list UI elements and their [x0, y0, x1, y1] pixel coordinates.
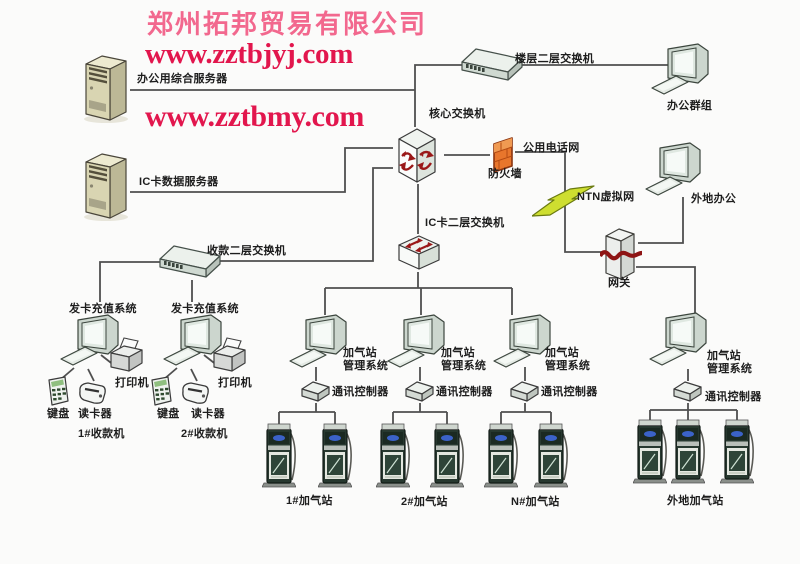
- comm-ctrl-1-label: 通讯控制器: [332, 386, 389, 398]
- comm-ctrl-3-label: 通讯控制器: [541, 386, 598, 398]
- floor-switch-label: 楼层二层交换机: [515, 53, 595, 65]
- station-mgmt-1-keyboard-icon: [288, 346, 328, 370]
- remote-office-label: 外地办公: [691, 193, 737, 205]
- dispenser-nb-icon: [534, 422, 568, 490]
- comm-ctrl-2-icon: [404, 379, 436, 405]
- ic-switch-label: IC卡二层交换机: [425, 217, 505, 229]
- printer-2-label: 打印机: [218, 377, 252, 389]
- dispenser-2b-icon: [430, 422, 464, 490]
- station-mgmt-3-keyboard-icon: [492, 346, 532, 370]
- station-mgmt-1-label: 加气站 管理系统: [343, 347, 389, 372]
- station-mgmt-remote-label: 加气站 管理系统: [707, 350, 753, 375]
- card-reader-2-icon: [178, 378, 212, 408]
- comm-ctrl-3-icon: [509, 379, 541, 405]
- card-reader-1-icon: [75, 378, 109, 408]
- public-phone-label: 公用电话网: [523, 142, 580, 154]
- firewall-label: 防火墙: [488, 168, 522, 180]
- office-group-keyboard-icon: [650, 73, 690, 97]
- station-mgmt-remote-keyboard-icon: [648, 344, 688, 368]
- station-1-label: 1#加气站: [286, 495, 333, 507]
- ic-card-server-icon: [80, 148, 132, 222]
- comm-ctrl-2-label: 通讯控制器: [436, 386, 493, 398]
- station-mgmt-2-label: 加气站 管理系统: [441, 347, 487, 372]
- ntn-vpn-label: NTN虚拟网: [577, 191, 635, 203]
- dispenser-2a-icon: [376, 422, 410, 490]
- company-title: 郑州拓邦贸易有限公司: [147, 10, 428, 39]
- gateway-label: 网关: [608, 277, 631, 289]
- station-mgmt-3-label: 加气站 管理系统: [545, 347, 591, 372]
- dispenser-remote-a-icon: [633, 418, 667, 486]
- website-url-secondary: www.zztbmy.com: [145, 100, 365, 133]
- office-group-label: 办公群组: [667, 100, 713, 112]
- cashier-1-label: 1#收款机: [78, 428, 125, 440]
- cashier-2-label: 2#收款机: [181, 428, 228, 440]
- card-system-2-keyboard-icon: [162, 344, 202, 368]
- keypad-2-label: 键盘: [157, 408, 180, 420]
- station-mgmt-2-keyboard-icon: [386, 346, 426, 370]
- remote-office-keyboard-icon: [644, 174, 684, 198]
- keypad-1-label: 键盘: [47, 408, 70, 420]
- station-remote-label: 外地加气站: [667, 495, 724, 507]
- keypad-2-icon: [147, 375, 175, 407]
- pay-switch-label: 收款二层交换机: [207, 245, 287, 257]
- ic-layer2-switch-icon: [392, 232, 446, 274]
- card-system-2-label: 发卡充值系统: [171, 303, 239, 315]
- comm-ctrl-1-icon: [300, 379, 332, 405]
- dispenser-1a-icon: [262, 422, 296, 490]
- station-n-label: N#加气站: [511, 496, 560, 508]
- dispenser-remote-b-icon: [671, 418, 705, 486]
- station-2-label: 2#加气站: [401, 496, 448, 508]
- card-system-1-keyboard-icon: [59, 344, 99, 368]
- website-url-primary: www.zztbjyj.com: [145, 38, 354, 70]
- card-system-1-label: 发卡充值系统: [69, 303, 137, 315]
- dispenser-remote-c-icon: [720, 418, 754, 486]
- printer-1-icon: [107, 336, 147, 378]
- ic-server-label: IC卡数据服务器: [139, 176, 219, 188]
- floor-switch-icon: [460, 44, 524, 88]
- core-switch-icon: [390, 124, 444, 186]
- printer-1-label: 打印机: [115, 377, 149, 389]
- comm-ctrl-remote-icon: [672, 379, 704, 405]
- core-switch-label: 核心交换机: [429, 108, 486, 120]
- card-reader-1-label: 读卡器: [78, 408, 112, 420]
- office-server-icon: [80, 50, 132, 124]
- printer-2-icon: [210, 336, 250, 378]
- dispenser-na-icon: [484, 422, 518, 490]
- dispenser-1b-icon: [318, 422, 352, 490]
- comm-ctrl-remote-label: 通讯控制器: [705, 391, 762, 403]
- keypad-1-icon: [44, 375, 72, 407]
- office-server-label: 办公用综合服务器: [137, 73, 228, 85]
- card-reader-2-label: 读卡器: [191, 408, 225, 420]
